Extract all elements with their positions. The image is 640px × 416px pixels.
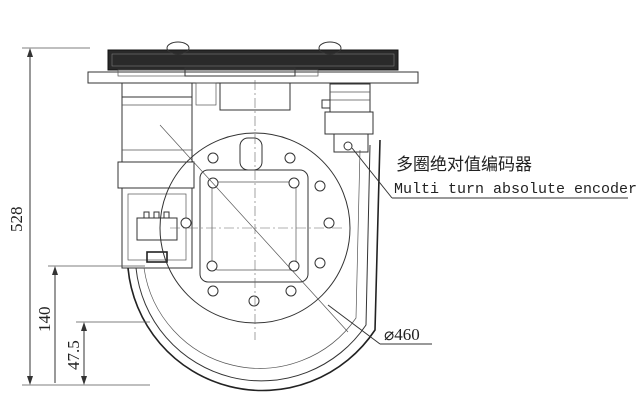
encoder-assembly [321,83,374,153]
dim-47-5-label: 47.5 [64,340,83,370]
bolt-circle [180,152,335,307]
gearbox-plate [199,137,309,283]
motor-body [117,82,195,269]
encoder-en-label: Multi turn absolute encoder [394,181,637,198]
drive-wheel [127,132,381,392]
centerlines [159,80,349,340]
dim-height-label: 528 [7,207,26,233]
center-hub-block [195,82,291,111]
diameter-leader [327,304,432,345]
gear-ring [107,41,399,71]
encoder-cn-label: 多圈绝对值编码器 [396,155,532,175]
dim-140-label: 140 [35,307,54,333]
diameter-label: ⌀460 [384,325,420,344]
encoder-leader [351,147,628,199]
dimension-lines [22,47,150,386]
